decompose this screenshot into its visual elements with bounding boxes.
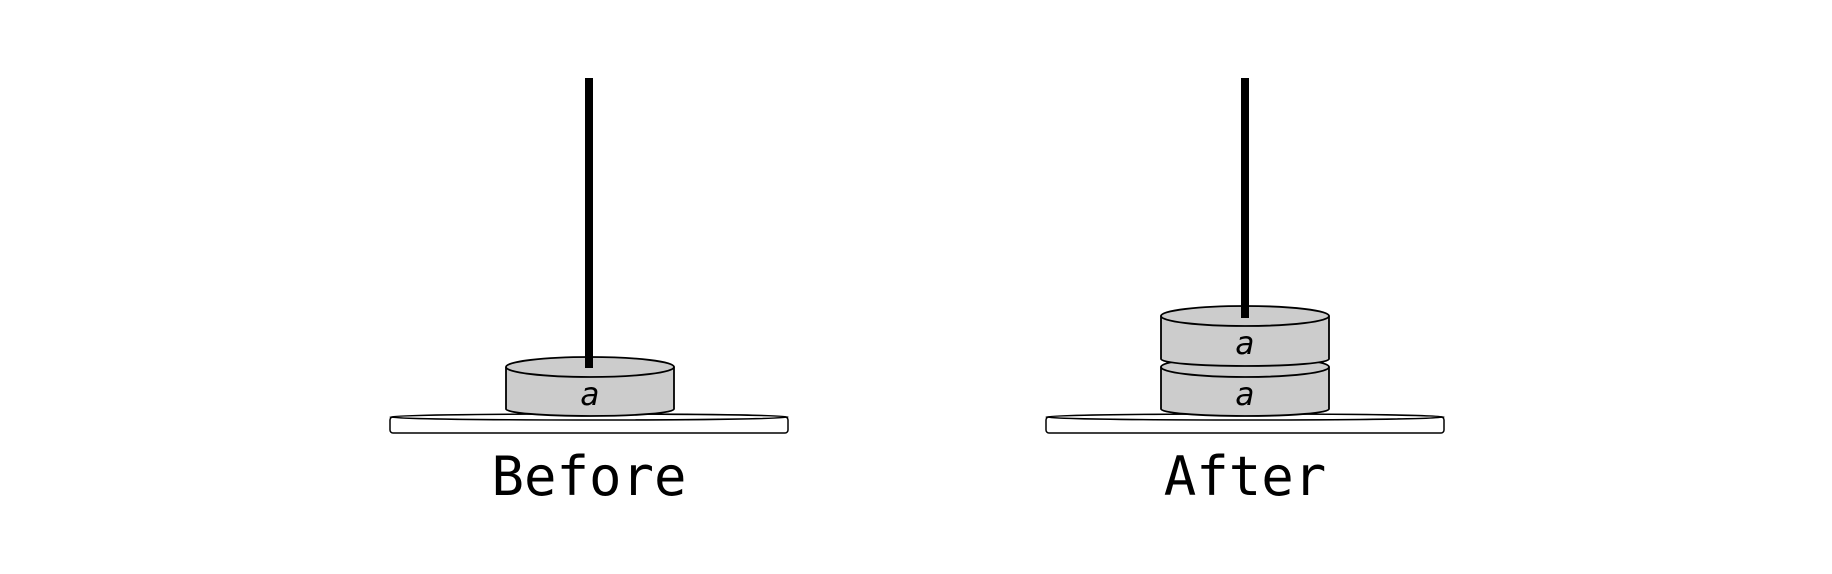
pole [585, 78, 593, 368]
pole [1241, 78, 1249, 318]
disk-label: a [580, 375, 599, 413]
panel-caption: Before [491, 445, 686, 508]
panel-before: a Before [389, 78, 789, 508]
panel-after: a a After [1045, 78, 1445, 508]
base-platform [1045, 413, 1445, 434]
disk-label: a [1235, 324, 1254, 362]
panel-caption: After [1164, 445, 1327, 508]
disk-label: a [1235, 375, 1254, 413]
